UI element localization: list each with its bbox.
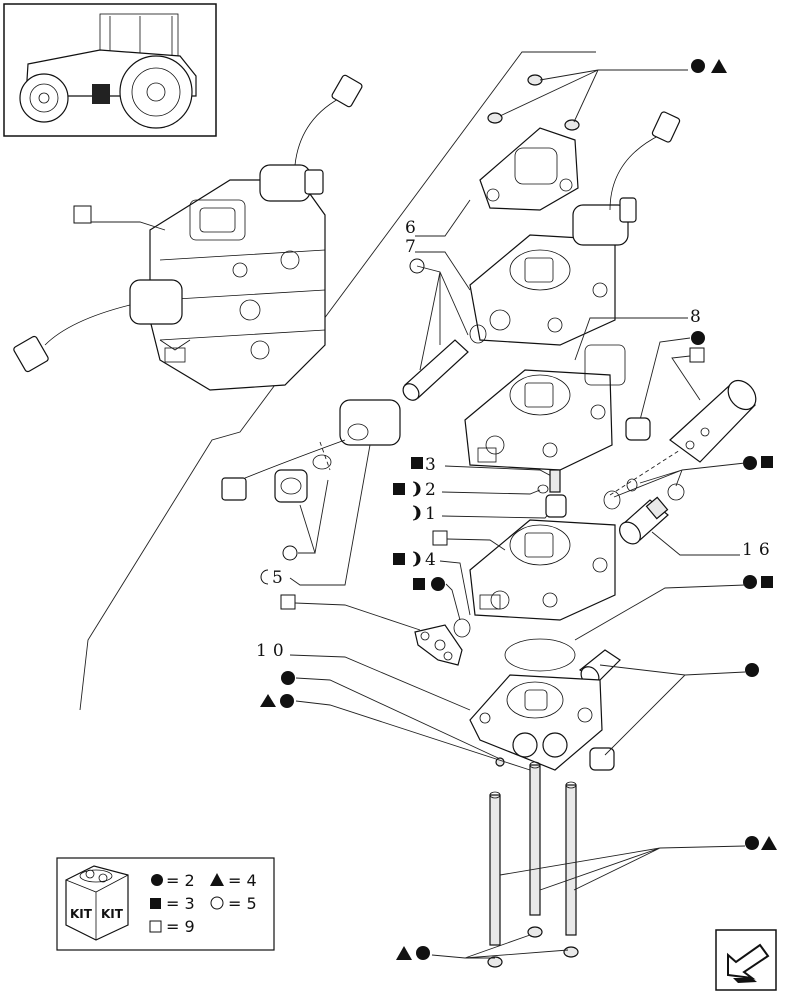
valve-section-7 xyxy=(469,111,681,346)
tractor-thumbnail[interactable] xyxy=(3,3,217,137)
plug-cap xyxy=(625,417,651,441)
kit-label-right: KIT xyxy=(101,907,124,921)
tie-rods xyxy=(489,761,577,946)
plug-nut xyxy=(274,469,308,503)
circle-marker-right2 xyxy=(743,575,757,589)
label-4: 4 xyxy=(425,550,442,570)
half-circle-marker-4 xyxy=(412,551,421,567)
legend-circle-icon xyxy=(151,874,163,886)
label-16: 16 xyxy=(742,540,776,560)
legend-circle-count: = 2 xyxy=(166,871,195,890)
square-marker-4b xyxy=(413,578,425,590)
valve-section-4 xyxy=(469,519,616,621)
previous-page-button[interactable] xyxy=(715,929,777,991)
o-ring xyxy=(312,454,332,470)
circle-marker-rods xyxy=(745,836,759,850)
label-8: 8 xyxy=(690,307,707,327)
solenoid-coil xyxy=(221,399,401,501)
open-square-marker xyxy=(73,205,92,224)
half-circle-marker-2 xyxy=(412,481,421,497)
threaded-plug xyxy=(545,494,567,518)
square-marker-3 xyxy=(411,457,423,469)
circle-marker-10a xyxy=(281,671,295,685)
legend-half-circle-icon xyxy=(210,896,224,910)
cartridge-valve xyxy=(669,379,757,463)
assembled-valve-group xyxy=(13,74,363,391)
inlet-cover-10 xyxy=(469,674,603,771)
plug-cap-lower xyxy=(589,747,615,771)
kit-legend: KIT KIT = 2 = 4 = 3 = 5 = 9 xyxy=(56,857,275,951)
legend-open-square-icon xyxy=(149,920,162,933)
o-ring xyxy=(603,490,621,510)
separator-line xyxy=(79,51,596,711)
flange-plate xyxy=(414,624,463,666)
previous-page-arrow-icon xyxy=(727,943,770,980)
triangle-marker-rods xyxy=(761,836,777,850)
spool-rod xyxy=(402,339,469,401)
triangle-marker-10b xyxy=(260,694,276,707)
label-2: 2 xyxy=(425,480,442,500)
open-square-marker xyxy=(432,530,448,546)
legend-triangle-count: = 4 xyxy=(228,871,257,890)
half-circle-marker-5 xyxy=(260,569,269,585)
kit-label-left: KIT xyxy=(70,907,93,921)
label-6: 6 xyxy=(405,218,422,238)
square-marker-right2 xyxy=(761,576,773,588)
circle-marker-4b xyxy=(431,577,445,591)
circle-marker-right xyxy=(743,456,757,470)
circle-marker-8 xyxy=(691,331,705,345)
label-7: 7 xyxy=(405,237,422,257)
legend-half-circle-count: = 5 xyxy=(228,894,257,913)
ball xyxy=(537,484,549,494)
o-ring xyxy=(469,324,487,344)
square-marker-2 xyxy=(393,483,405,495)
open-square-marker xyxy=(689,347,705,363)
triangle-marker-top xyxy=(711,59,727,73)
circle-marker-nuts xyxy=(416,946,430,960)
circle-marker-10b xyxy=(280,694,294,708)
label-5: 5 xyxy=(272,568,289,588)
valve-section-8 xyxy=(464,344,626,471)
half-circle-marker-1 xyxy=(412,505,421,521)
top-cover xyxy=(479,127,579,211)
cover-nuts xyxy=(487,74,580,131)
tractor-icon xyxy=(19,13,197,129)
large-o-ring xyxy=(504,638,576,672)
square-marker-right xyxy=(761,456,773,468)
legend-triangle-icon xyxy=(210,873,224,886)
legend-open-square-count: = 9 xyxy=(166,917,195,936)
open-square-marker xyxy=(280,594,296,610)
check-valve-16 xyxy=(619,496,669,545)
circle-marker-top xyxy=(691,59,705,73)
kit-box-icon: KIT KIT xyxy=(65,865,129,941)
set-screw xyxy=(549,469,561,493)
half-circle-marker-coil xyxy=(282,545,298,561)
legend-square-icon xyxy=(150,898,161,909)
legend-square-count: = 3 xyxy=(166,894,195,913)
o-ring xyxy=(667,483,685,501)
circle-marker-plug xyxy=(745,663,759,677)
square-marker-4 xyxy=(393,553,405,565)
label-3: 3 xyxy=(425,455,442,475)
tie-rod-nuts xyxy=(487,926,579,968)
triangle-marker-nuts xyxy=(396,946,412,960)
o-ring xyxy=(453,618,471,638)
label-1: 1 xyxy=(425,504,442,524)
label-10: 10 xyxy=(256,641,290,661)
o-ring xyxy=(626,478,638,492)
